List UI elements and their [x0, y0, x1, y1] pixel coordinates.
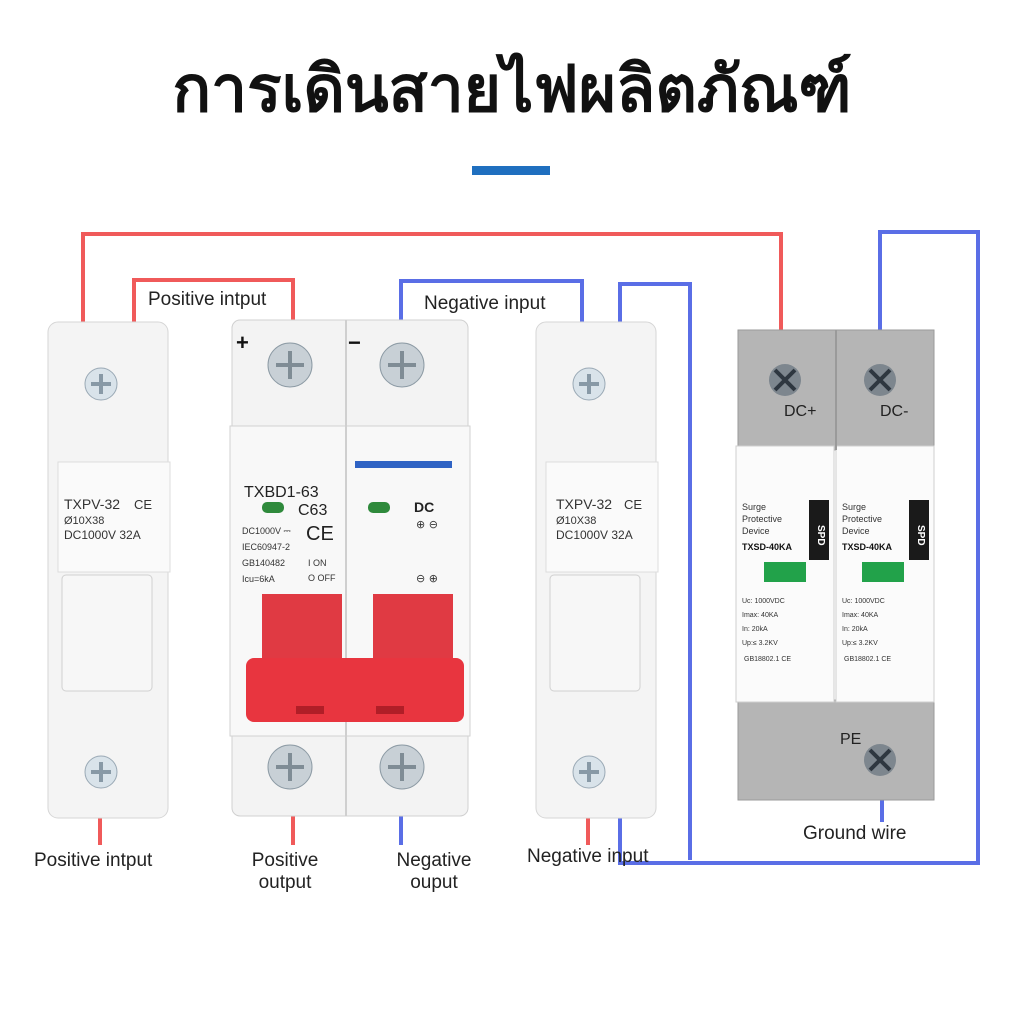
breaker-curve: C63 [298, 502, 327, 519]
dc-indicator-strip [355, 461, 452, 468]
spd-model: TXSD-40KA [842, 542, 893, 552]
off-label: O OFF [308, 573, 336, 583]
spd-spec: Uc: 1000VDC [742, 598, 785, 605]
spd-spec: In: 20kA [842, 626, 868, 633]
breaker-model: TXBD1-63 [244, 484, 319, 501]
status-window [764, 562, 806, 582]
spd-badge-text: SPD [915, 525, 926, 546]
spd-model: TXSD-40KA [742, 542, 793, 552]
fuse-rating: DC1000V 32A [64, 528, 141, 542]
label-positive-intput-top: Positive intput [148, 289, 267, 310]
minus-terminal-label: − [348, 330, 361, 355]
plus-terminal-label: + [236, 330, 249, 355]
label-line: Negative [396, 850, 472, 871]
fuse-holder-left: TXPV-32 CE Ø10X38 DC1000V 32A [47, 321, 171, 819]
spd-spec: In: 20kA [742, 626, 768, 633]
breaker-handle[interactable] [246, 658, 464, 722]
dc-minus-label: DC- [880, 403, 908, 420]
dc-label: DC [414, 499, 434, 515]
fuse-holder-right: TXPV-32 CE Ø10X38 DC1000V 32A [535, 321, 659, 819]
label-negative-input-bottom: Negative input [527, 846, 649, 867]
title-underline [472, 166, 550, 175]
positive-wire-outer [81, 232, 783, 330]
negative-wire-top [399, 279, 584, 330]
label-line: Positive [251, 850, 319, 871]
spd-badge-text: SPD [815, 525, 826, 546]
breaker-spec: GB140482 [242, 558, 285, 568]
spd-title: Device [742, 526, 770, 536]
label-positive-output: Positive output [240, 850, 330, 894]
fuse-model: TXPV-32 [64, 496, 120, 512]
spd-standard: GB18802.1 CE [744, 656, 791, 663]
ce-mark: CE [134, 497, 152, 512]
breaker-spec: Icu=6kA [242, 574, 275, 584]
label-line: ouput [410, 872, 458, 893]
spd-spec: Uc: 1000VDC [842, 598, 885, 605]
negative-wire-outer [618, 230, 980, 865]
label-ground-wire: Ground wire [803, 823, 907, 844]
fuse-rating: DC1000V 32A [556, 528, 633, 542]
label-negative-input-top: Negative input [424, 293, 546, 314]
dc-circuit-breaker: + − TXBD1-63 C63 DC1000V ⎓ IEC60947-2 GB… [229, 319, 471, 817]
spd-standard: GB18802.1 CE [844, 656, 891, 663]
spd-badge [809, 500, 829, 560]
ce-mark: CE [306, 523, 334, 545]
spd-badge [909, 500, 929, 560]
breaker-spec: DC1000V ⎓ [242, 526, 291, 536]
ce-mark: CE [624, 497, 642, 512]
spd-title: Device [842, 526, 870, 536]
label-negative-ouput: Negative ouput [384, 850, 484, 894]
fuse-size: Ø10X38 [64, 515, 104, 527]
spd-title: Surge [742, 502, 766, 512]
poles-bottom: ⊖ ⊕ [416, 572, 438, 585]
status-led [262, 502, 284, 513]
spd-title: Protective [842, 514, 882, 524]
dc-plus-label: DC+ [784, 403, 816, 420]
positive-wire-inner [132, 278, 295, 330]
pe-label: PE [840, 731, 861, 748]
fuse-size: Ø10X38 [556, 515, 596, 527]
poles-top: ⊕ ⊖ [416, 518, 438, 531]
spd-title: Surge [842, 502, 866, 512]
spd-spec: Imax: 40KA [742, 612, 779, 619]
spd-spec: Up:≤ 3.2KV [842, 640, 878, 647]
page-title: การเดินสายไฟผลิตภัณฑ์ [172, 53, 852, 127]
surge-protective-device: DC+ DC- PE Surge Protective Device TXSD-… [735, 329, 935, 801]
fuse-model: TXPV-32 [556, 496, 612, 512]
status-window [862, 562, 904, 582]
status-led [368, 502, 390, 513]
spd-spec: Up:≤ 3.2KV [742, 640, 778, 647]
label-positive-intput-bottom: Positive intput [34, 850, 153, 871]
label-line: output [258, 872, 312, 893]
breaker-spec: IEC60947-2 [242, 542, 290, 552]
spd-title: Protective [742, 514, 782, 524]
spd-spec: Imax: 40KA [842, 612, 879, 619]
on-label: I ON [308, 558, 327, 568]
